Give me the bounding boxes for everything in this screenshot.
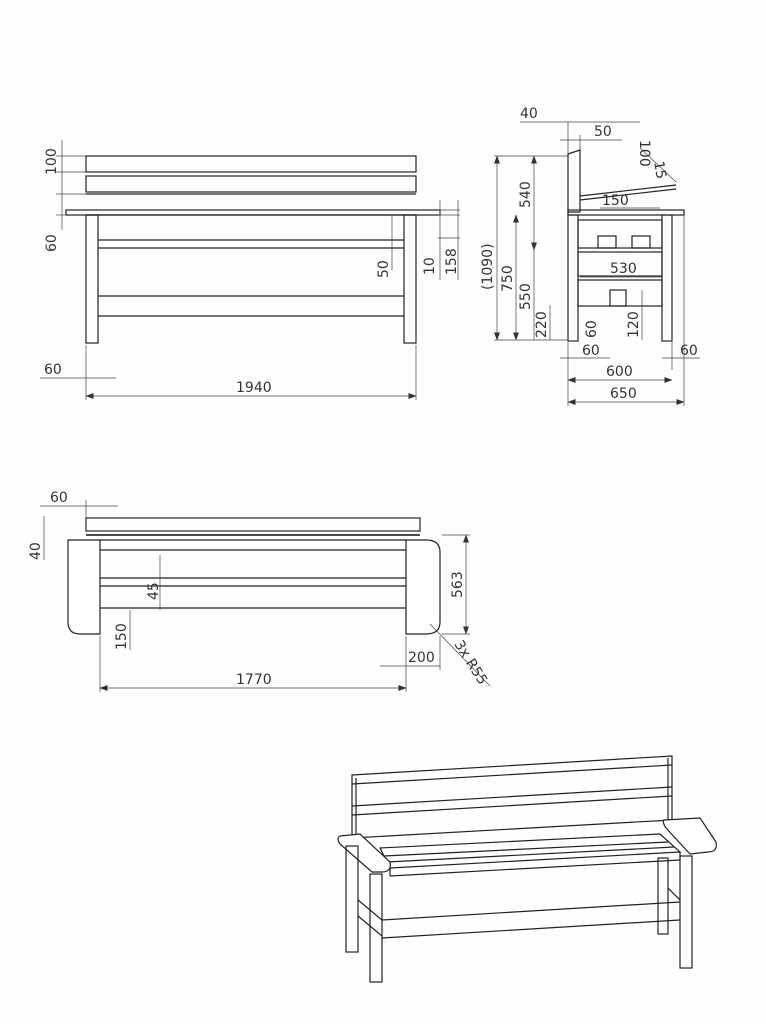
front-backrest-slat-middle — [85, 175, 417, 193]
front-dim-seat-height: 158 — [444, 248, 460, 275]
side-dim-50: 50 — [594, 124, 612, 140]
front-dim-top-slat: 100 — [44, 148, 60, 175]
side-dim-total-height: (1090) — [480, 243, 496, 290]
top-dim-1770: 1770 — [236, 672, 272, 688]
side-dim-530: 530 — [610, 261, 637, 277]
side-dim-60-left: 60 — [582, 343, 600, 359]
side-back-leg — [567, 214, 579, 342]
top-dim-200: 200 — [408, 650, 435, 666]
iso-right-back-leg — [657, 857, 669, 935]
side-dim-15: 15 — [650, 160, 669, 180]
side-dim-750: 750 — [500, 265, 516, 292]
side-dim-600: 600 — [606, 364, 633, 380]
front-dim-total-length: 1940 — [236, 380, 272, 396]
side-front-leg — [661, 214, 673, 342]
top-dim-563: 563 — [450, 571, 466, 598]
front-seat-board — [65, 209, 441, 216]
side-dim-550: 550 — [518, 283, 534, 310]
side-dim-100: 100 — [636, 140, 652, 167]
iso-left-back-leg — [345, 845, 359, 953]
side-dim-220: 220 — [534, 311, 550, 338]
side-backrest — [567, 149, 581, 213]
side-dim-650: 650 — [610, 386, 637, 402]
iso-left-front-leg — [369, 873, 383, 983]
side-dim-60-right: 60 — [680, 343, 698, 359]
side-dim-540: 540 — [518, 181, 534, 208]
top-backrest — [85, 517, 421, 532]
side-dim-60-inner: 60 — [584, 320, 600, 338]
isometric-view — [337, 755, 717, 983]
iso-right-front-leg — [679, 855, 693, 969]
top-dim-45: 45 — [146, 582, 162, 600]
top-right-armrest — [405, 539, 441, 635]
front-right-leg — [403, 214, 417, 344]
top-dim-40: 40 — [28, 542, 44, 560]
top-dim-150: 150 — [114, 623, 130, 650]
front-view: 100 60 50 10 158 60 1940 — [40, 140, 460, 400]
front-dim-gap: 60 — [44, 234, 60, 252]
top-dim-60: 60 — [50, 490, 68, 506]
top-dim-radius: 3x R55 — [451, 638, 491, 688]
front-left-leg — [85, 214, 99, 344]
front-dim-rail: 50 — [376, 260, 392, 278]
top-view: 60 40 45 150 563 3x R55 200 1770 — [28, 490, 491, 692]
front-backrest-slat-top — [85, 155, 417, 173]
iso-left-armrest — [337, 833, 391, 873]
top-left-armrest — [67, 539, 101, 635]
front-dim-thickness: 10 — [422, 257, 438, 275]
side-dim-120: 120 — [626, 311, 642, 338]
side-seat — [567, 209, 685, 216]
iso-right-armrest — [662, 817, 717, 855]
side-dim-40: 40 — [520, 106, 538, 122]
front-dim-leg: 60 — [44, 362, 62, 378]
side-dim-150: 150 — [602, 193, 629, 209]
side-view: 40 50 100 15 (1090) 750 540 550 220 150 … — [480, 106, 700, 406]
